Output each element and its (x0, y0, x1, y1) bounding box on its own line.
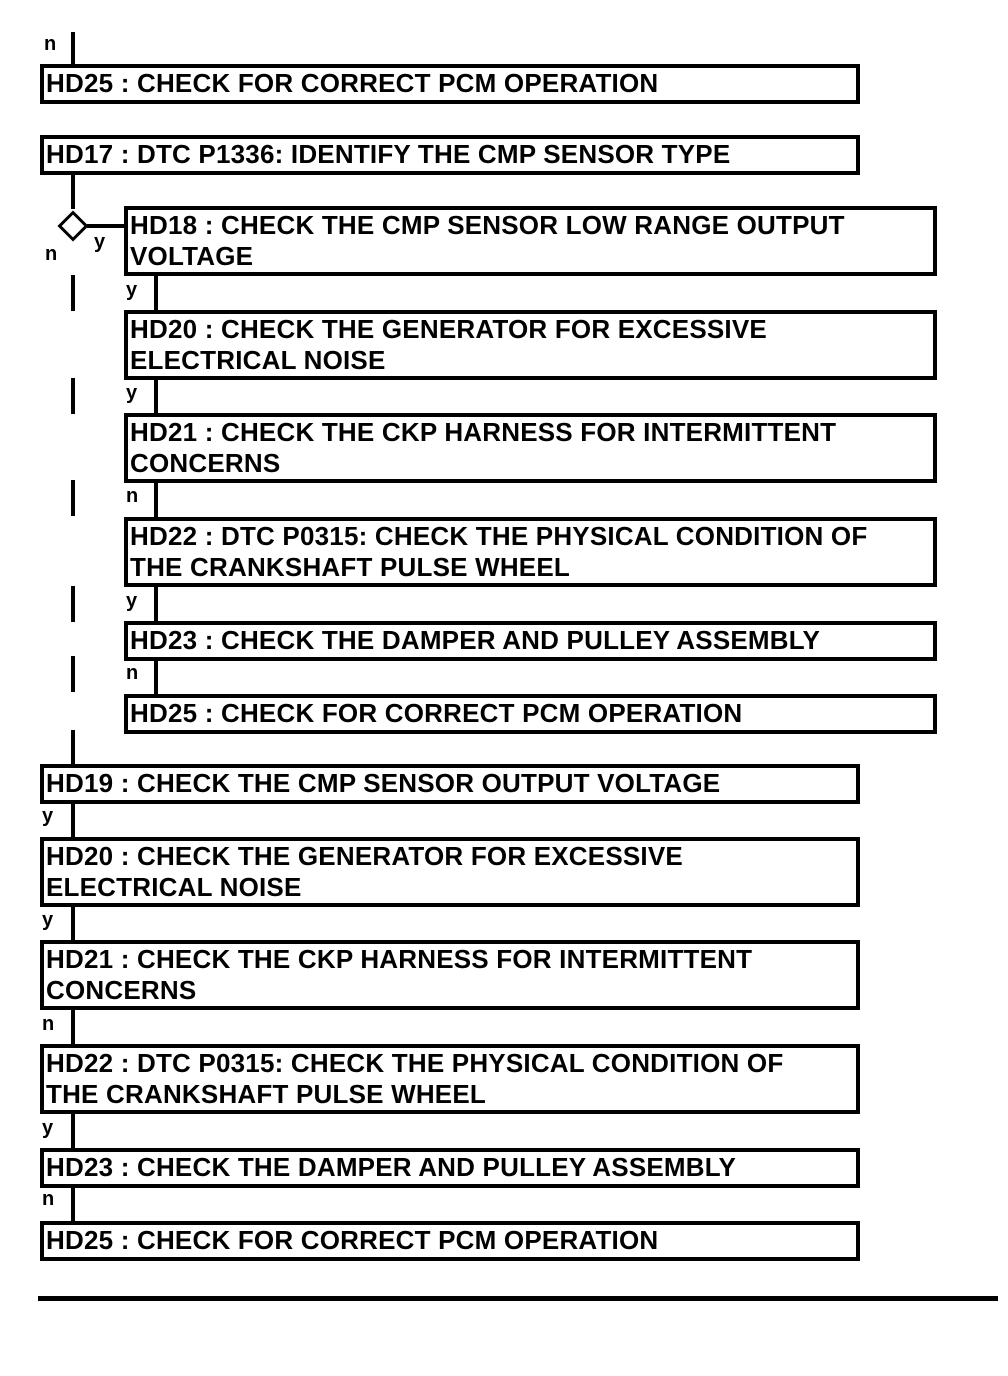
connector-line (154, 661, 158, 697)
connector-label: n (126, 662, 139, 684)
connector-line (71, 1010, 75, 1046)
connector-label: n (42, 1188, 55, 1210)
step-box-hd22: HD22 : DTC P0315: CHECK THE PHYSICAL CON… (124, 517, 937, 587)
step-box-hd23-no: HD23 : CHECK THE DAMPER AND PULLEY ASSEM… (40, 1148, 860, 1188)
connector-line (154, 587, 158, 623)
connector-line (71, 32, 75, 66)
no-branch-line (71, 378, 75, 414)
step-box-hd23: HD23 : CHECK THE DAMPER AND PULLEY ASSEM… (124, 621, 937, 661)
connector-line (71, 175, 75, 209)
step-box-hd25: HD25 : CHECK FOR CORRECT PCM OPERATION (124, 694, 937, 734)
connector-line (154, 380, 158, 415)
step-box-hd19: HD19 : CHECK THE CMP SENSOR OUTPUT VOLTA… (40, 764, 860, 804)
step-box-hd25-no: HD25 : CHECK FOR CORRECT PCM OPERATION (40, 1221, 860, 1261)
connector-line (71, 804, 75, 840)
connector-label: y (42, 909, 54, 931)
step-box-hd21: HD21 : CHECK THE CKP HARNESS FOR INTERMI… (124, 413, 937, 483)
step-box-hd21-no: HD21 : CHECK THE CKP HARNESS FOR INTERMI… (40, 940, 860, 1010)
connector-line (154, 276, 158, 312)
step-box-hd20: HD20 : CHECK THE GENERATOR FOR EXCESSIVE… (124, 310, 937, 380)
step-box-hd22-no: HD22 : DTC P0315: CHECK THE PHYSICAL CON… (40, 1044, 860, 1114)
connector-line (71, 1114, 75, 1150)
no-branch-line (71, 275, 75, 311)
no-branch-line (71, 480, 75, 516)
connector-label: n (44, 33, 57, 55)
connector-line (71, 907, 75, 942)
connector-label: y (42, 805, 54, 827)
step-box-hd20-no: HD20 : CHECK THE GENERATOR FOR EXCESSIVE… (40, 837, 860, 907)
no-branch-line (71, 730, 75, 766)
connector-label: y (42, 1117, 54, 1139)
yes-branch-line (87, 224, 127, 228)
connector-line (71, 1188, 75, 1223)
connector-label: y (126, 382, 138, 404)
connector-label: n (126, 485, 139, 507)
decision-no-label: n (45, 243, 58, 265)
connector-label: y (126, 279, 138, 301)
footer-rule (38, 1296, 998, 1301)
connector-label: n (42, 1013, 55, 1035)
no-branch-line (71, 656, 75, 692)
step-box-hd18: HD18 : CHECK THE CMP SENSOR LOW RANGE OU… (124, 206, 937, 276)
step-box-hd17: HD17 : DTC P1336: IDENTIFY THE CMP SENSO… (40, 135, 860, 175)
step-box-hd25-top: HD25 : CHECK FOR CORRECT PCM OPERATION (40, 64, 860, 104)
decision-diamond (57, 210, 89, 242)
connector-label: y (126, 590, 138, 612)
no-branch-line (71, 586, 75, 622)
connector-line (154, 483, 158, 519)
decision-yes-label: y (94, 231, 106, 253)
